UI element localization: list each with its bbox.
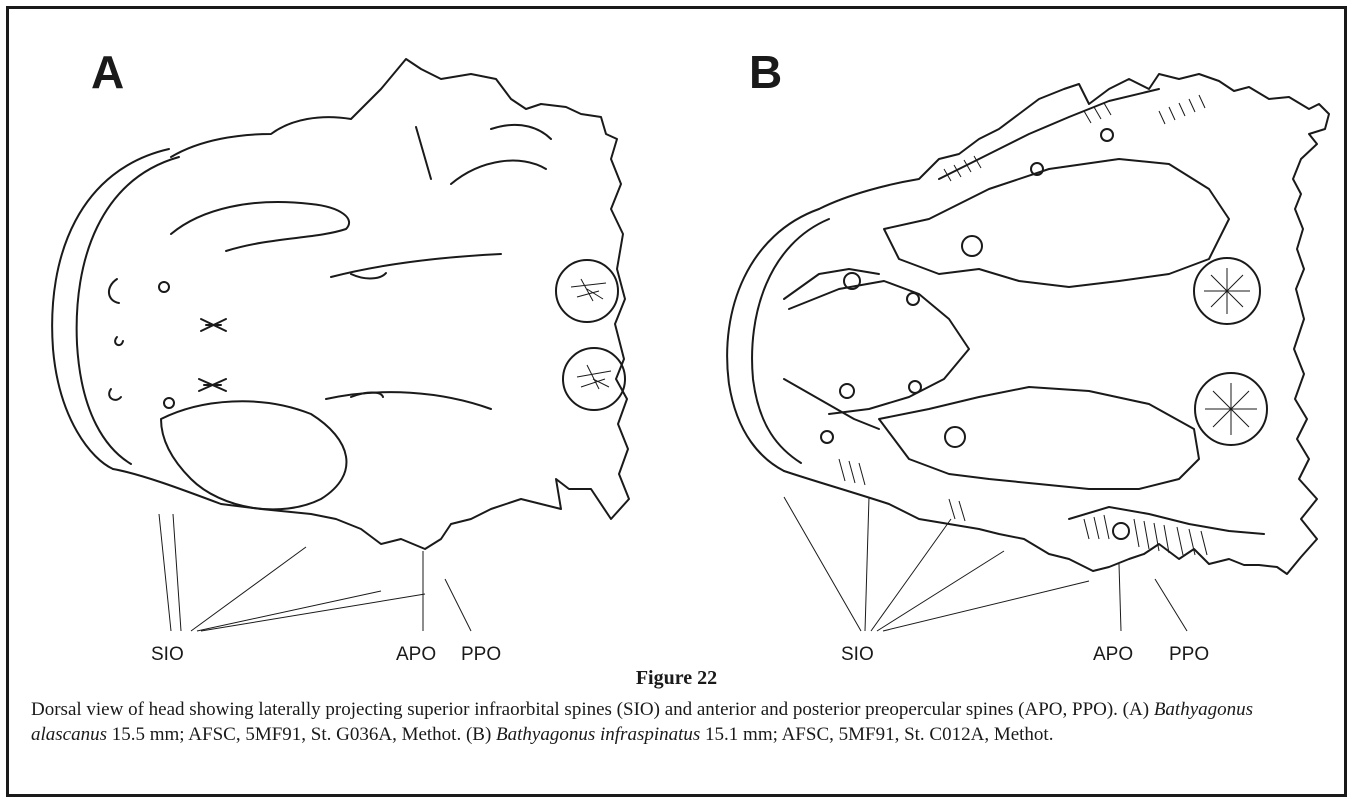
upper-band <box>938 88 1160 180</box>
sio-leader-2 <box>864 496 870 632</box>
sio-leader-3 <box>870 518 952 632</box>
apo-leader <box>1118 563 1122 632</box>
snout-arc <box>726 208 820 472</box>
figure-title: Figure 22 <box>635 667 718 689</box>
panel-b-apo-label: APO <box>1093 644 1134 665</box>
head-outline <box>112 58 630 550</box>
snout-plate-bottom <box>783 378 880 430</box>
caption-detail-a: 15.5 mm; AFSC, 5MF91, St. G036A, Methot.… <box>107 724 497 745</box>
sio-leader-1 <box>158 513 172 632</box>
caption-intro: Dorsal view of head showing laterally pr… <box>31 699 1154 720</box>
snout-plate-top <box>783 268 880 300</box>
nostril-mark-2 <box>114 336 124 347</box>
figure-caption: Dorsal view of head showing laterally pr… <box>31 697 1322 747</box>
eye-upper <box>1193 257 1261 325</box>
sio-leader-1 <box>783 496 862 632</box>
ridge-upper-tip <box>350 272 387 280</box>
eye-upper-lines <box>570 278 607 302</box>
pore-1 <box>961 235 983 257</box>
panel-b-head-drawing <box>726 73 1330 632</box>
cross-mark-1 <box>200 318 227 332</box>
lower-plate <box>878 386 1200 490</box>
upper-lobe <box>170 201 350 252</box>
snout-arc <box>51 148 170 470</box>
nostril-mark-3 <box>108 388 122 401</box>
pore-5 <box>839 383 855 399</box>
lower-lobe <box>160 400 348 511</box>
ppo-leader <box>444 578 472 632</box>
upper-plate <box>883 158 1230 288</box>
pore-3 <box>906 292 920 306</box>
sio-leader-4 <box>196 590 382 632</box>
cross-mark-2 <box>198 378 227 392</box>
caption-species-b: Bathyagonus infraspinatus <box>496 724 701 745</box>
center-plate <box>788 280 970 415</box>
sio-leader-4 <box>876 550 1005 632</box>
pore-9 <box>1112 522 1130 540</box>
panel-a-ppo-label: PPO <box>461 644 502 665</box>
panel-b-sio-label: SIO <box>841 644 874 665</box>
snout-inner-arc <box>75 156 180 465</box>
crest-curve-2 <box>490 123 552 140</box>
pore-7 <box>1030 162 1044 176</box>
pore-2 <box>843 272 861 290</box>
panel-b-ppo-label: PPO <box>1169 644 1210 665</box>
nostril-pore-2 <box>163 397 175 409</box>
ppo-leader <box>1154 578 1188 632</box>
eye-lower <box>562 347 626 411</box>
crest-curve <box>450 159 547 185</box>
panel-a-head-drawing <box>51 58 630 632</box>
eye-lower-lines <box>576 364 612 390</box>
sio-leader-5 <box>200 593 426 632</box>
ridge-lower-tip <box>350 391 384 398</box>
eye-upper <box>555 259 619 323</box>
upper-hatching <box>943 94 1206 182</box>
pore-10 <box>820 430 834 444</box>
ridge-lower <box>325 391 492 410</box>
pore-6 <box>944 426 966 448</box>
nostril-pore-1 <box>158 281 170 293</box>
crest-line <box>415 126 432 180</box>
pore-8 <box>1100 128 1114 142</box>
sio-leader-5 <box>882 580 1090 632</box>
ridge-upper <box>330 253 502 278</box>
panel-b-label: B <box>749 46 783 98</box>
caption-species-a: Bathyagonus alascanus <box>31 699 1254 745</box>
panel-b: B <box>689 19 1349 664</box>
lower-band <box>1068 506 1265 535</box>
figure-frame: A <box>6 6 1347 797</box>
eye-upper-lines <box>1204 268 1250 314</box>
panel-a-label: A <box>91 46 125 98</box>
sio-leader-3 <box>190 546 307 632</box>
head-outline <box>783 73 1330 575</box>
eye-lower <box>1194 372 1268 446</box>
sio-leader-2 <box>172 513 182 632</box>
snout-inner-arc <box>751 218 830 464</box>
nostril-mark-1 <box>108 278 120 304</box>
lower-hatching <box>838 458 1208 556</box>
panel-a: A <box>21 19 661 664</box>
eye-lower-lines <box>1205 383 1257 435</box>
caption-detail-b: 15.1 mm; AFSC, 5MF91, St. C012A, Methot. <box>700 724 1054 745</box>
panel-a-sio-label: SIO <box>151 644 184 665</box>
panel-a-apo-label: APO <box>396 644 437 665</box>
pore-4 <box>908 380 922 394</box>
